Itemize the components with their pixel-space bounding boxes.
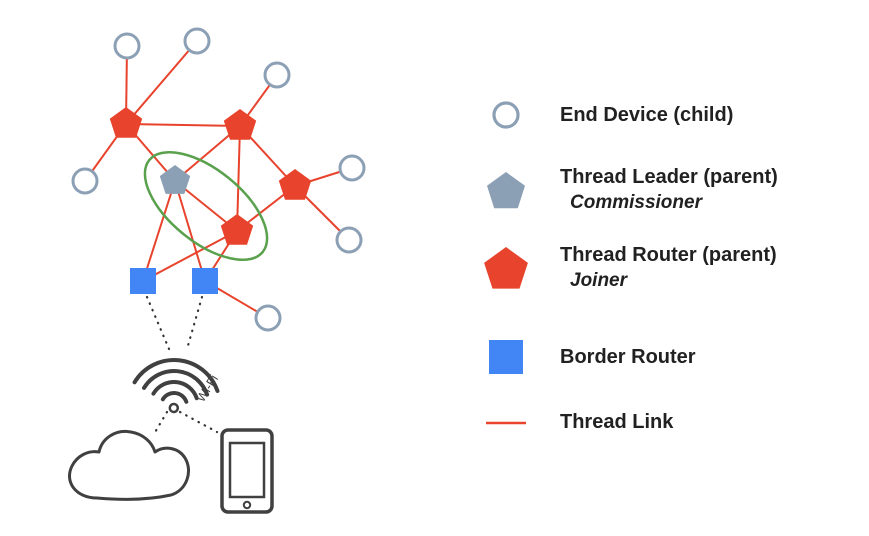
end-device-legend-icon [476, 100, 536, 130]
smartphone-icon [220, 428, 274, 514]
thread-link-legend-icon [476, 420, 536, 426]
end-device-node [113, 32, 141, 60]
thread-link-line [125, 40, 198, 125]
dotted-connections-layer [145, 295, 219, 436]
legend-item-end-device: End Device (child) [476, 100, 733, 130]
legend-item-thread-router: Thread Router (parent) Joiner [476, 243, 777, 293]
border-router-icon [489, 340, 523, 374]
wifi-connection-dotted-line [178, 410, 219, 434]
thread-link-icon [486, 421, 526, 424]
thread-link-line [236, 125, 241, 232]
end-device-icon-shape [492, 101, 520, 129]
phone-screen [228, 441, 266, 499]
border-router-node [192, 268, 218, 294]
legend-label-thread-router: Thread Router (parent) [560, 244, 777, 266]
thread-link-line [174, 180, 206, 282]
wifi-connection-dotted-line [145, 295, 171, 351]
thread-link-line [142, 230, 238, 282]
thread-router-node [278, 169, 312, 200]
thread-leader-icon [487, 171, 525, 208]
commissioning-ellipse-layer [143, 150, 269, 262]
thread-router-node [109, 107, 143, 138]
border-router-legend-icon [476, 340, 536, 374]
legend-label-thread-leader: Thread Leader (parent) [560, 166, 778, 188]
thread-links-layer [84, 40, 353, 319]
thread-leader-icon-shape [487, 171, 525, 208]
thread-router-legend-icon [476, 246, 536, 291]
legend-item-thread-link: Thread Link [476, 410, 673, 435]
end-device-node [71, 167, 99, 195]
wifi-arc-2 [151, 380, 199, 401]
legend-item-thread-leader: Thread Leader (parent) Commissioner [476, 165, 778, 215]
legend-sublabel-joiner: Joiner [570, 270, 628, 291]
border-router-node [130, 268, 156, 294]
legend-label-thread-link: Thread Link [560, 411, 674, 433]
wifi-connection-dotted-line [152, 410, 169, 436]
wifi-arc-3 [142, 369, 210, 397]
wifi-access-point-dot [168, 402, 180, 414]
wifi-arc-1 [160, 391, 189, 404]
phone-home-button [242, 500, 252, 510]
cloud-icon [68, 429, 190, 501]
end-device-node [183, 27, 211, 55]
nodes-layer [71, 27, 366, 332]
legend-sublabel-commissioner: Commissioner [570, 192, 702, 213]
commissioning-session-ellipse [143, 150, 269, 262]
legend: End Device (child) Thread Leader (parent… [476, 0, 866, 536]
thread-link-line [125, 123, 241, 127]
thread-router-node [220, 214, 254, 245]
legend-label-end-device: End Device (child) [560, 103, 734, 126]
legend-item-border-router: Border Router [476, 340, 696, 374]
end-device-node [254, 304, 282, 332]
border-router-icon-shape [489, 340, 523, 374]
end-device-icon [492, 101, 520, 129]
wifi-icon [132, 358, 220, 414]
thread-router-icon [484, 246, 528, 289]
thread-router-icon-shape [484, 246, 528, 289]
thread-leader-legend-icon [476, 170, 536, 211]
end-device-node [335, 226, 363, 254]
legend-label-border-router: Border Router [560, 345, 696, 368]
thread-leader-node [159, 165, 191, 194]
wifi-arc-4 [132, 358, 220, 394]
thread-router-node [223, 109, 257, 140]
network-topology-svg: Wi-Fi [68, 27, 366, 514]
wifi-connection-dotted-line [185, 295, 204, 351]
end-device-node [338, 154, 366, 182]
end-device-node [263, 61, 291, 89]
thread-link-line [142, 180, 176, 282]
